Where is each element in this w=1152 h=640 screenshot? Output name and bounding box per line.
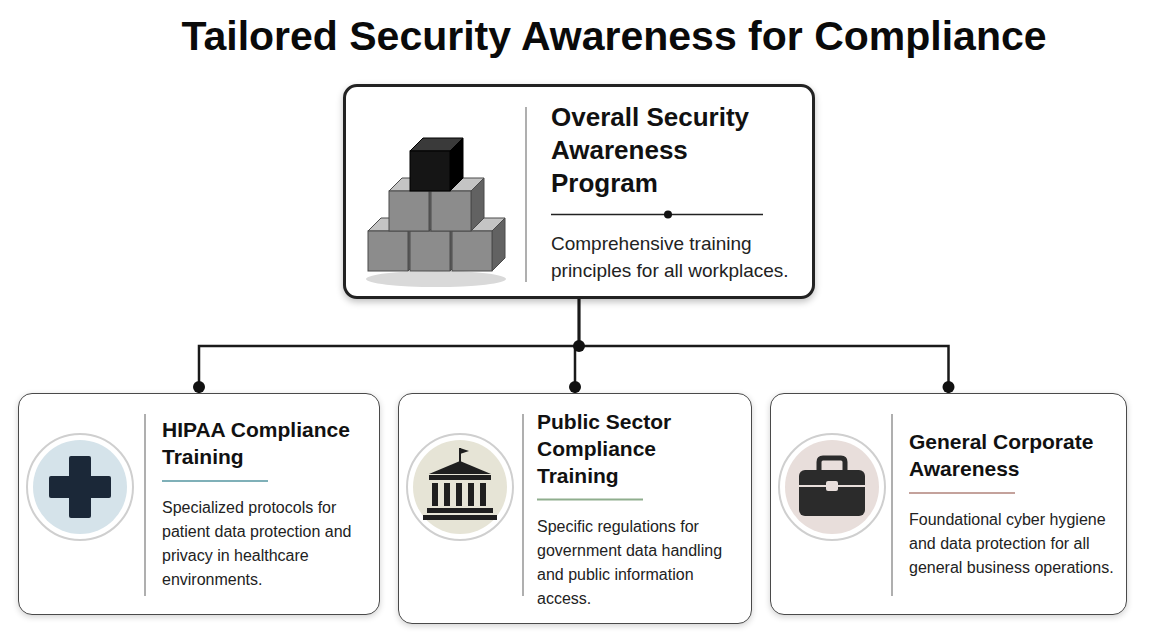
ornament-stroke	[551, 213, 763, 215]
column	[456, 483, 462, 506]
cube-front	[410, 151, 450, 191]
junction-dot	[573, 340, 585, 352]
ornament-line	[551, 199, 763, 229]
tree-connector	[579, 299, 949, 393]
text-column: Public Sector Compliance TrainingSpecifi…	[537, 407, 743, 610]
cubes-icon	[358, 95, 518, 295]
cube-front	[389, 191, 429, 231]
column	[468, 483, 474, 506]
column	[432, 483, 438, 506]
briefcase-body	[799, 470, 865, 516]
base-step	[423, 515, 497, 520]
icon-disc	[413, 440, 507, 534]
base-step	[427, 508, 493, 513]
column	[444, 483, 450, 506]
program-box: Overall Security Awareness ProgramCompre…	[343, 84, 815, 299]
cube-side	[450, 138, 463, 191]
flag	[460, 448, 469, 454]
cross-icon	[19, 426, 141, 548]
pediment	[429, 461, 491, 474]
cube-front	[452, 231, 492, 271]
vertical-divider	[524, 107, 528, 282]
diagram-title: Tailored Security Awareness for Complian…	[80, 10, 1148, 62]
icon-ring	[779, 434, 885, 540]
entablature	[429, 475, 491, 480]
cube-front	[410, 231, 450, 271]
box-heading: Overall Security Awareness Program	[551, 100, 800, 199]
tree-connector	[199, 299, 579, 393]
icon-ring	[407, 434, 513, 540]
heading-underline	[162, 480, 268, 482]
cube-front	[431, 191, 471, 231]
building-icon	[399, 426, 521, 548]
cross-bar	[49, 476, 111, 498]
cube-side	[471, 178, 484, 231]
text-column: Overall Security Awareness ProgramCompre…	[551, 100, 800, 283]
cube-front	[368, 231, 408, 271]
vertical-divider	[143, 414, 147, 596]
divider-line	[144, 414, 145, 596]
box-heading: HIPAA Compliance Training	[162, 416, 371, 470]
icon-disc	[785, 440, 879, 534]
divider-line	[522, 414, 523, 596]
icon-disc	[33, 440, 127, 534]
briefcase-icon	[771, 426, 893, 548]
heading-ornament	[551, 199, 800, 229]
box-heading: General Corporate Awareness	[909, 428, 1118, 482]
training-box: HIPAA Compliance TrainingSpecialized pro…	[18, 393, 380, 615]
training-box: General Corporate AwarenessFoundational …	[770, 393, 1127, 615]
briefcase-clasp	[826, 481, 838, 491]
divider-line	[891, 414, 892, 596]
ornament-dot	[664, 210, 672, 218]
heading-underline	[909, 492, 1015, 494]
junction-dot	[193, 381, 205, 393]
vertical-divider	[521, 414, 525, 596]
training-box: Public Sector Compliance TrainingSpecifi…	[398, 393, 752, 624]
box-description: Foundational cyber hygiene and data prot…	[909, 508, 1118, 580]
icon-ring	[27, 434, 133, 540]
junction-dot	[569, 381, 581, 393]
junction-dot	[943, 381, 955, 393]
column	[480, 483, 486, 506]
box-heading: Public Sector Compliance Training	[537, 407, 743, 488]
vertical-divider	[890, 414, 894, 596]
text-column: HIPAA Compliance TrainingSpecialized pro…	[162, 416, 371, 592]
heading-underline	[537, 498, 643, 500]
box-description: Specific regulations for government data…	[537, 514, 743, 610]
box-description: Specialized protocols for patient data p…	[162, 496, 371, 592]
text-column: General Corporate AwarenessFoundational …	[909, 428, 1118, 580]
briefcase-handle	[819, 458, 845, 470]
box-description: Comprehensive training principles for al…	[551, 229, 800, 283]
divider-line	[525, 107, 526, 282]
icon-shadow	[366, 271, 506, 287]
cube-side	[492, 218, 505, 271]
